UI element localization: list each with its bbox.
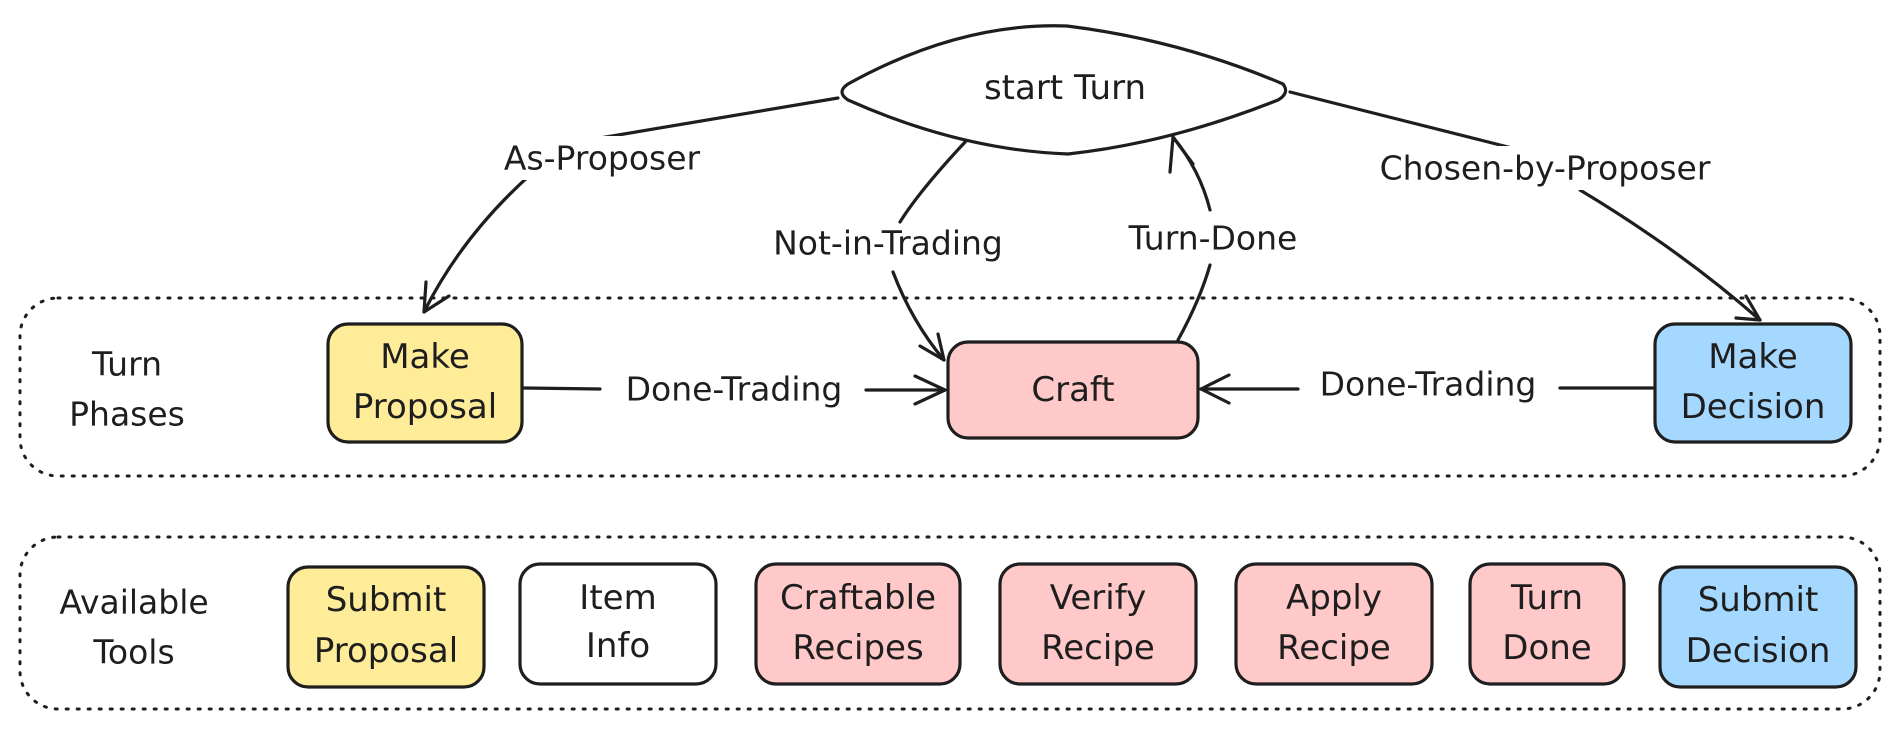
tool-box (998, 562, 1198, 686)
edge-label-not-in-trading: Not-in-Trading (773, 224, 1003, 263)
tool-submit-decision: Submit Decision (1658, 565, 1858, 689)
make-decision-label-line2: Decision (1681, 387, 1826, 427)
tool-label-line2: Info (586, 626, 650, 666)
tool-box (1468, 562, 1626, 686)
edge-turn-done: Turn-Done (1128, 135, 1298, 342)
turn-phases-container (18, 296, 1882, 478)
make-decision-label-line1: Make (1708, 337, 1798, 377)
tool-label-line1: Apply (1286, 578, 1382, 618)
edge-label-turn-done: Turn-Done (1128, 219, 1298, 258)
tool-label-line2: Recipe (1041, 628, 1155, 668)
turn-phases-label-line1: Turn (91, 345, 162, 384)
turn-phases-label-line2: Phases (69, 395, 185, 434)
tool-label-line1: Submit (326, 580, 447, 620)
tool-box (518, 562, 718, 686)
tool-box (1658, 565, 1858, 689)
available-tools-label-line1: Available (59, 583, 208, 622)
tool-label-line1: Submit (1698, 580, 1819, 620)
tool-box (754, 562, 962, 686)
tool-label-line1: Verify (1050, 578, 1146, 618)
tool-label-line2: Decision (1686, 631, 1831, 671)
available-tools-label-line2: Tools (92, 633, 174, 672)
tool-verify-recipe: Verify Recipe (998, 562, 1198, 686)
phase-make-proposal: Make Proposal (326, 322, 524, 444)
craft-box (946, 340, 1200, 440)
make-proposal-label-line1: Make (380, 337, 470, 377)
tool-apply-recipe: Apply Recipe (1234, 562, 1434, 686)
edge-done-trading-right: Done-Trading (1199, 365, 1655, 405)
tool-label-line2: Recipe (1277, 628, 1391, 668)
tool-submit-proposal: Submit Proposal (286, 565, 486, 689)
edge-label-done-trading-left: Done-Trading (626, 370, 843, 409)
edge-chosen-by-proposer: Chosen-by-Proposer (1288, 90, 1762, 322)
edge-not-in-trading: Not-in-Trading (773, 138, 1003, 362)
edge-label-done-trading-right: Done-Trading (1320, 365, 1537, 404)
tool-box (1234, 562, 1434, 686)
craft-label: Craft (1031, 370, 1114, 410)
edge-label-as-proposer: As-Proposer (504, 139, 701, 178)
start-turn-label: start Turn (984, 68, 1146, 108)
start-turn-node: start Turn (840, 24, 1288, 156)
tool-label-line2: Proposal (314, 631, 458, 671)
available-tools-group-label: Available Tools (59, 583, 208, 672)
start-turn-diamond (840, 24, 1288, 156)
tool-box (286, 565, 486, 689)
tool-label-line1: Craftable (780, 578, 936, 618)
turn-phases-group-label: Turn Phases (69, 345, 185, 434)
tool-label-line1: Item (579, 578, 656, 618)
edge-done-trading-left: Done-Trading (522, 370, 947, 409)
tool-turn-done: Turn Done (1468, 562, 1626, 686)
phase-craft: Craft (946, 340, 1200, 440)
make-proposal-box (326, 322, 524, 444)
available-tools-container (18, 535, 1882, 711)
tool-label-line2: Done (1502, 628, 1591, 668)
edge-as-proposer: As-Proposer (422, 96, 840, 314)
edge-label-chosen-by-proposer: Chosen-by-Proposer (1380, 149, 1711, 188)
phase-make-decision: Make Decision (1653, 322, 1853, 444)
tool-label-line2: Recipes (792, 628, 923, 668)
make-proposal-label-line2: Proposal (353, 387, 497, 427)
tool-craftable-recipes: Craftable Recipes (754, 562, 962, 686)
tool-item-info: Item Info (518, 562, 718, 686)
tool-label-line1: Turn (1510, 578, 1583, 618)
make-decision-box (1653, 322, 1853, 444)
